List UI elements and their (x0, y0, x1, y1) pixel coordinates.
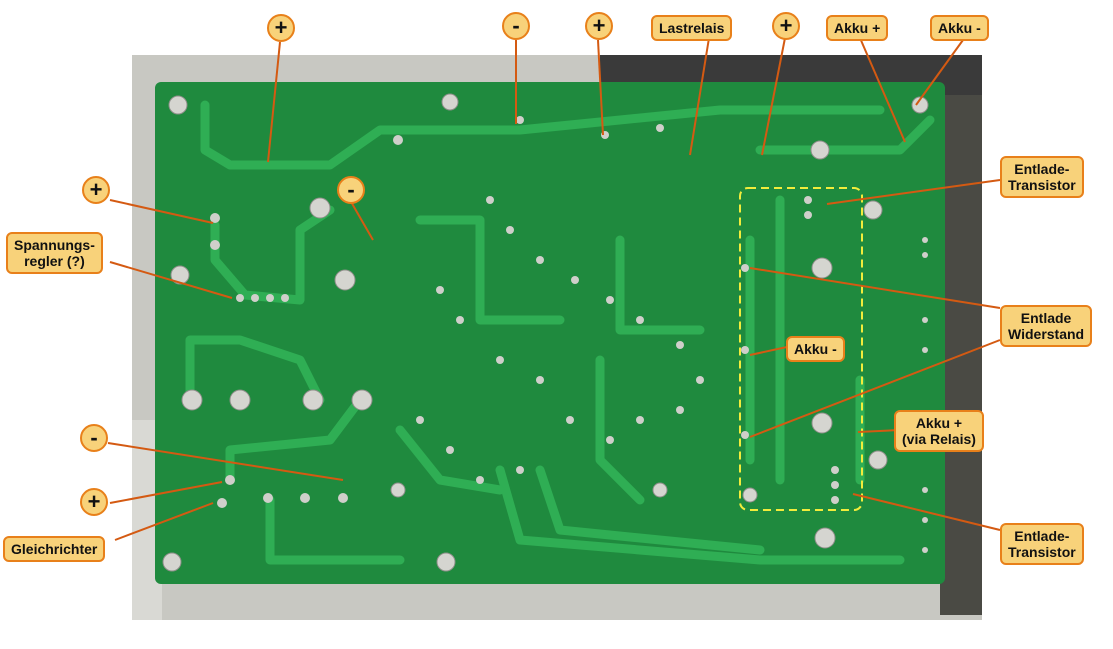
label-akku-minus-top: Akku - (930, 15, 989, 41)
label-entlade-widerstand: Entlade Widerstand (1000, 305, 1093, 347)
solder-pads (162, 93, 929, 572)
label-akku-minus-mid: Akku - (786, 336, 845, 362)
label-entlade-transistor-bottom: Entlade- Transistor (1000, 523, 1084, 565)
plus-sign-badge: + (267, 14, 295, 42)
label-entlade-transistor-top: Entlade- Transistor (1000, 156, 1084, 198)
pcb-traces (185, 100, 935, 565)
plus-sign-badge: + (80, 488, 108, 516)
label-akku-plus-top: Akku + (826, 15, 889, 41)
label-spannungsregler: Spannungs- regler (?) (6, 232, 103, 274)
small-solder-joints (210, 116, 928, 553)
minus-sign-badge: - (502, 12, 530, 40)
label-akku-plus-relais: Akku + (via Relais) (894, 410, 984, 452)
plus-sign-badge: + (585, 12, 613, 40)
label-lastrelais: Lastrelais (651, 15, 733, 41)
plus-sign-badge: + (82, 176, 110, 204)
callout-lines (107, 37, 1001, 541)
label-gleichrichter: Gleichrichter (3, 536, 106, 562)
minus-sign-badge: - (80, 424, 108, 452)
minus-sign-badge: - (337, 176, 365, 204)
plus-sign-badge: + (772, 12, 800, 40)
discharge-area-box (739, 187, 863, 511)
